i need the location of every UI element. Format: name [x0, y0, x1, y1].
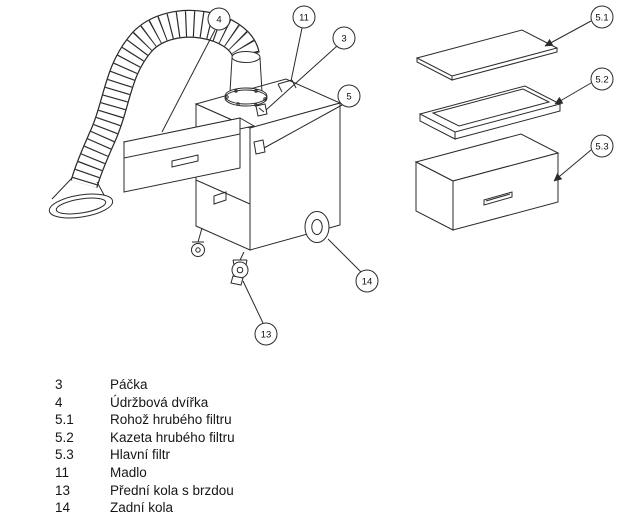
callout-14: 14 [356, 270, 378, 292]
legend-label: Madlo [110, 464, 147, 480]
legend-row: 5.1 Rohož hrubého filtru [55, 411, 475, 429]
legend-row: 5.2 Kazeta hrubého filtru [55, 429, 475, 447]
lever [256, 104, 267, 116]
legend-number: 4 [55, 394, 63, 410]
legend-row: 3 Páčka [55, 376, 475, 394]
callout-13: 13 [255, 323, 277, 345]
legend-label: Kazeta hrubého filtru [110, 429, 235, 445]
latch [254, 140, 265, 154]
main-filter [416, 134, 558, 230]
svg-text:11: 11 [299, 13, 309, 24]
brake-pedal [231, 276, 243, 285]
suction-hood [48, 178, 115, 222]
push-handle [278, 80, 296, 92]
legend-label: Páčka [110, 377, 148, 392]
legend-number: 3 [55, 377, 63, 392]
legend-label: Hlavní filtr [110, 447, 171, 463]
legend-row: 4 Údržbová dvířka [55, 394, 475, 412]
callout-5-3: 5.3 [591, 135, 613, 157]
legend-number: 5.3 [55, 447, 74, 463]
legend-number: 11 [55, 464, 70, 480]
legend-label: Rohož hrubého filtru [110, 412, 232, 428]
undercarriage [192, 212, 330, 286]
parts-diagram: 4 11 3 5 14 13 5.1 5.2 [0, 0, 636, 372]
filter-exploded-view [416, 30, 560, 230]
parts-legend: 3 Páčka 4 Údržbová dvířka 5.1 Rohož hrub… [55, 376, 475, 517]
svg-text:5: 5 [346, 92, 351, 103]
svg-text:14: 14 [362, 277, 373, 288]
legend-label: Zadní kola [110, 500, 174, 516]
callout-5: 5 [338, 85, 360, 107]
legend-label: Přední kola s brzdou [110, 482, 234, 498]
svg-text:3: 3 [341, 34, 346, 45]
svg-text:5.3: 5.3 [595, 142, 608, 153]
svg-text:5.1: 5.1 [595, 13, 608, 24]
legend-row: 14 Zadní kola [55, 499, 475, 517]
svg-text:4: 4 [216, 15, 221, 26]
callout-3: 3 [333, 27, 355, 49]
maintenance-door [124, 118, 254, 192]
filter-mat [417, 30, 557, 80]
front-caster [231, 252, 248, 285]
fume-extractor-drawing [48, 24, 340, 285]
svg-text:13: 13 [261, 330, 272, 341]
svg-text:5.2: 5.2 [595, 75, 608, 86]
legend-number: 14 [55, 500, 71, 516]
legend-number: 5.2 [55, 429, 74, 445]
callout-5-1: 5.1 [591, 6, 613, 28]
legend-row: 13 Přední kola s brzdou [55, 482, 475, 500]
callout-11: 11 [293, 6, 315, 28]
door-handle [172, 155, 198, 167]
legend-row: 11 Madlo [55, 464, 475, 482]
callout-4: 4 [208, 8, 230, 30]
duct-flange [225, 58, 267, 106]
filter-cassette [420, 86, 560, 139]
legend-number: 13 [55, 482, 71, 498]
leader-lines [162, 21, 591, 323]
legend-number: 5.1 [55, 412, 74, 428]
legend-row: 5.3 Hlavní filtr [55, 446, 475, 464]
legend-label: Údržbová dvířka [110, 394, 209, 410]
callout-5-2: 5.2 [591, 68, 613, 90]
rear-wheel [305, 212, 329, 243]
